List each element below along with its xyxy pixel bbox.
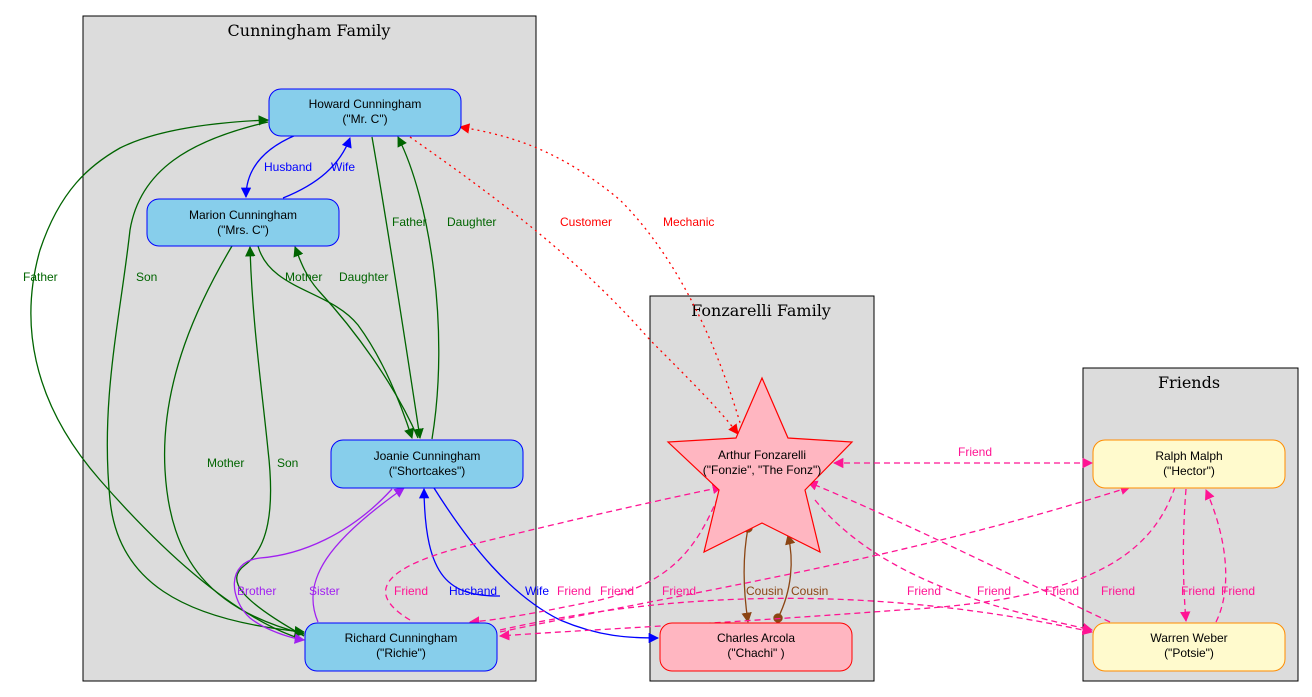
edge-mechanic (458, 123, 746, 441)
node-box (304, 622, 498, 672)
edge-label-friend: Friend (394, 584, 428, 598)
edge-label-friend: Friend (977, 584, 1011, 598)
node-richie[interactable]: Richard Cunningham ("Richie") (304, 622, 498, 672)
edge-father (371, 136, 424, 440)
edge-label-son: Son (136, 270, 157, 284)
node-nickname: ("Shortcakes") (389, 464, 466, 478)
node-joanie[interactable]: Joanie Cunningham ("Shortcakes") (330, 439, 524, 489)
edge-brother (233, 488, 393, 644)
cluster-title: Friends (1158, 373, 1220, 392)
edge-label-mother: Mother (207, 456, 244, 470)
node-box (330, 439, 524, 489)
edges-spouse (240, 134, 660, 644)
edge-friend (468, 487, 723, 627)
edge-customer (409, 136, 739, 435)
node-box (268, 88, 462, 137)
cluster-fonzarelli: Fonzarelli Family (649, 295, 875, 682)
node-box (1092, 439, 1286, 489)
node-ralph[interactable]: Ralph Malph ("Hector") (1092, 439, 1286, 489)
edge-friend (499, 597, 1094, 636)
node-name: Joanie Cunningham (374, 449, 481, 463)
edge-label-daughter: Daughter (447, 215, 496, 229)
node-box (146, 198, 340, 247)
edge-label-friend: Friend (557, 584, 591, 598)
edge-label-father: Father (23, 270, 58, 284)
star-shape (666, 376, 854, 554)
edge-friend (1205, 489, 1227, 623)
edge-cousin (773, 533, 796, 623)
node-name: Arthur Fonzarelli (718, 448, 806, 462)
node-potsie[interactable]: Warren Weber ("Potsie") (1092, 622, 1286, 672)
node-box (659, 622, 853, 672)
edge-label-sister: Sister (309, 584, 340, 598)
edge-label-friend: Friend (1181, 584, 1215, 598)
node-nickname: ("Richie") (376, 646, 426, 660)
edge-label-father: Father (392, 215, 427, 229)
edge-label-mechanic: Mechanic (663, 215, 714, 229)
node-name: Marion Cunningham (189, 208, 297, 222)
node-name: Charles Arcola (717, 631, 795, 645)
edge-wife (433, 487, 660, 644)
edge-husband (418, 487, 501, 597)
edge-label-friend: Friend (1045, 584, 1079, 598)
edge-label-brother: Brother (237, 584, 276, 598)
node-nickname: ("Mr. C") (342, 112, 387, 126)
edge-son (236, 245, 305, 637)
edge-father (30, 115, 305, 641)
edge-friend (498, 486, 1176, 641)
edge-label-customer: Customer (560, 215, 612, 229)
edge-label-wife: Wife (525, 584, 549, 598)
edge-label-friend: Friend (1221, 584, 1255, 598)
node-nickname: ("Hector") (1163, 464, 1215, 478)
edge-label-husband: Husband (449, 584, 497, 598)
edges-cousin (741, 523, 796, 624)
node-nickname: ("Mrs. C") (217, 223, 269, 237)
edge-friend (1180, 488, 1191, 623)
edges-sibling (233, 487, 405, 644)
edge-husband (240, 134, 297, 199)
edge-labels: Husband Wife Father Daughter Mother Daug… (23, 160, 1255, 598)
edge-son (106, 121, 306, 637)
cluster-title: Fonzarelli Family (691, 301, 831, 320)
node-name: Warren Weber (1150, 631, 1227, 645)
edge-label-friend: Friend (1101, 584, 1135, 598)
edge-sister (312, 487, 405, 623)
edge-daughter (293, 246, 419, 439)
edge-label-cousin: Cousin (746, 584, 783, 598)
cluster-title: Cunningham Family (228, 21, 391, 40)
edge-label-cousin: Cousin (791, 584, 828, 598)
edge-cousin (741, 523, 753, 624)
edge-friend (807, 480, 1111, 623)
edge-label-friend: Friend (600, 584, 634, 598)
node-name: Howard Cunningham (309, 97, 422, 111)
edge-label-daughter: Daughter (339, 270, 388, 284)
node-name: Ralph Malph (1155, 449, 1222, 463)
node-fonzie[interactable]: Arthur Fonzarelli ("Fonzie", "The Fonz") (666, 376, 854, 554)
edges-business (409, 123, 746, 441)
edge-label-son: Son (277, 456, 298, 470)
edge-label-wife: Wife (331, 160, 355, 174)
edge-label-friend: Friend (958, 445, 992, 459)
edge-label-husband: Husband (264, 160, 312, 174)
node-chachi[interactable]: Charles Arcola ("Chachi" ) (659, 622, 853, 672)
node-howard[interactable]: Howard Cunningham ("Mr. C") (268, 88, 462, 137)
edge-daughter (397, 136, 440, 440)
node-nickname: ("Fonzie", "The Fonz") (703, 463, 821, 477)
node-marion[interactable]: Marion Cunningham ("Mrs. C") (146, 198, 340, 247)
edge-label-friend: Friend (907, 584, 941, 598)
edge-label-mother: Mother (285, 270, 322, 284)
edges-friend (385, 457, 1227, 641)
edge-wife (282, 137, 352, 199)
edge-mother (163, 245, 306, 637)
edge-friend (814, 499, 1094, 634)
edges-parent (30, 115, 440, 641)
node-nickname: ("Chachi" ) (727, 646, 784, 660)
node-name: Richard Cunningham (345, 631, 458, 645)
node-box (1092, 622, 1286, 672)
node-nickname: ("Potsie") (1164, 646, 1214, 660)
edge-label-friend: Friend (662, 584, 696, 598)
